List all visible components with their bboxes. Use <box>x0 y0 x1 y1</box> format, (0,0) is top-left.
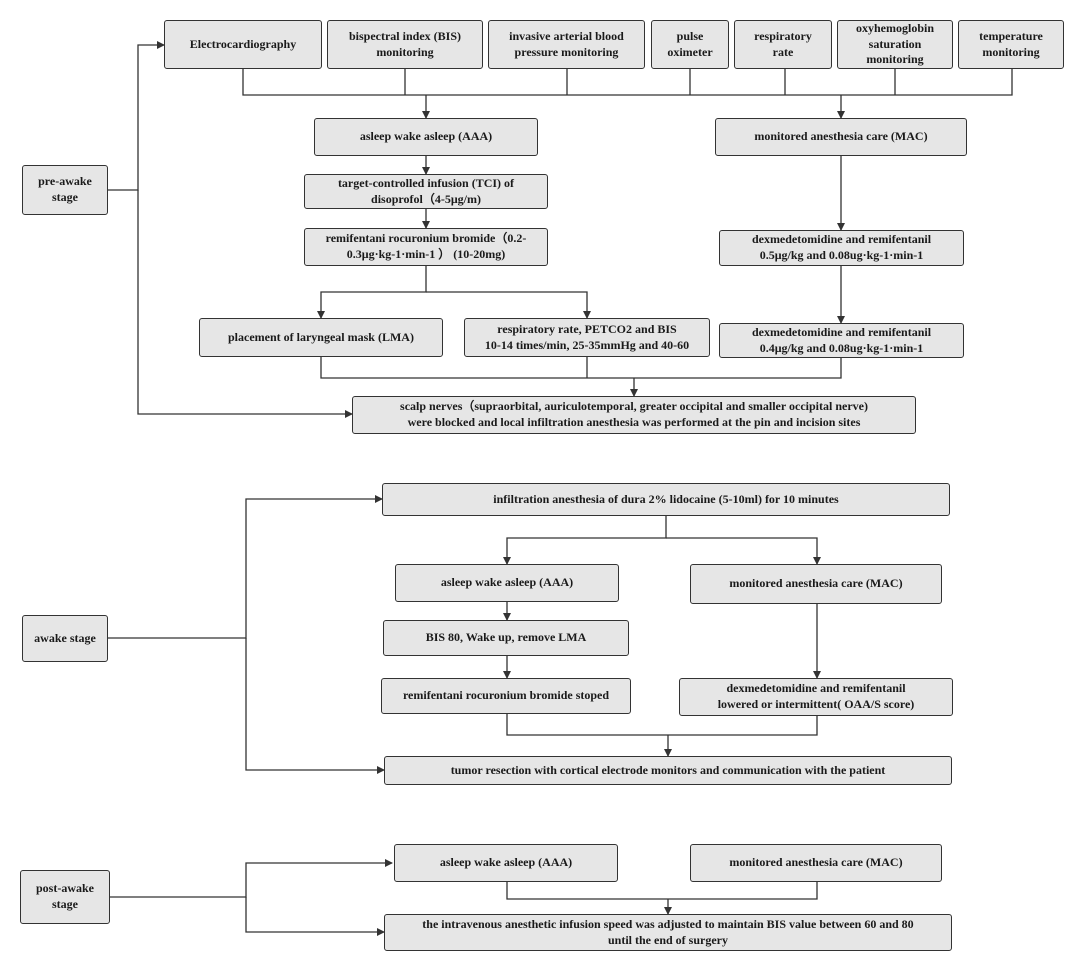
monitor-invasive-arterial-bp: invasive arterial blood pressure monitor… <box>488 20 645 69</box>
awake-dex-box: dexmedetomidine and remifentanil lowered… <box>679 678 953 716</box>
pre-respiratory-box: respiratory rate, PETCO2 and BIS 10-14 t… <box>464 318 710 357</box>
connector <box>506 714 818 736</box>
connector <box>242 68 1013 96</box>
awake-stoped-box: remifentani rocuronium bromide stoped <box>381 678 631 714</box>
pre-dex-1-box: dexmedetomidine and remifentanil 0.5μg/k… <box>719 230 964 266</box>
monitor-respiratory-rate: respiratory rate <box>734 20 832 69</box>
stage-label-awake: awake stage <box>22 615 108 662</box>
connector <box>320 357 842 379</box>
awake-tumor-resection-box: tumor resection with cortical electrode … <box>384 756 952 785</box>
pre-tci-box: target-controlled infusion (TCI) of diso… <box>304 174 548 209</box>
monitor-pulse-oximeter: pulse oximeter <box>651 20 729 69</box>
awake-mac-box: monitored anesthesia care (MAC) <box>690 564 942 604</box>
pre-scalp-nerve-block-box: scalp nerves（supraorbital, auriculotempo… <box>352 396 916 434</box>
post-mac-box: monitored anesthesia care (MAC) <box>690 844 942 882</box>
monitor-oxyhemoglobin-saturation: oxyhemoglobin saturation monitoring <box>837 20 953 69</box>
connector <box>137 190 353 418</box>
monitor-bis: bispectral index (BIS) monitoring <box>327 20 483 69</box>
post-final-box: the intravenous anesthetic infusion spee… <box>384 914 952 951</box>
pre-dex-2-box: dexmedetomidine and remifentanil 0.4μg/k… <box>719 323 964 358</box>
connector <box>666 537 821 565</box>
connector <box>503 516 667 565</box>
post-aaa-box: asleep wake asleep (AAA) <box>394 844 618 882</box>
connector <box>426 291 591 319</box>
monitor-electrocardiography: Electrocardiography <box>164 20 322 69</box>
monitor-temperature: temperature monitoring <box>958 20 1064 69</box>
connector <box>108 41 165 191</box>
stage-label-pre-awake: pre-awake stage <box>22 165 108 215</box>
connector <box>245 897 385 936</box>
stage-label-post-awake: post-awake stage <box>20 870 110 924</box>
connector <box>506 882 818 900</box>
pre-aaa-box: asleep wake asleep (AAA) <box>314 118 538 156</box>
awake-aaa-box: asleep wake asleep (AAA) <box>395 564 619 602</box>
awake-bis-wake-box: BIS 80, Wake up, remove LMA <box>383 620 629 656</box>
pre-lma-box: placement of laryngeal mask (LMA) <box>199 318 443 357</box>
connector <box>404 69 896 95</box>
connector <box>317 266 427 319</box>
connector <box>108 495 383 639</box>
pre-mac-box: monitored anesthesia care (MAC) <box>715 118 967 156</box>
pre-remifentanil-box: remifentani rocuronium bromide（0.2- 0.3μ… <box>304 228 548 266</box>
awake-dura-box: infiltration anesthesia of dura 2% lidoc… <box>382 483 950 516</box>
connector <box>110 859 393 898</box>
connector <box>245 638 385 774</box>
